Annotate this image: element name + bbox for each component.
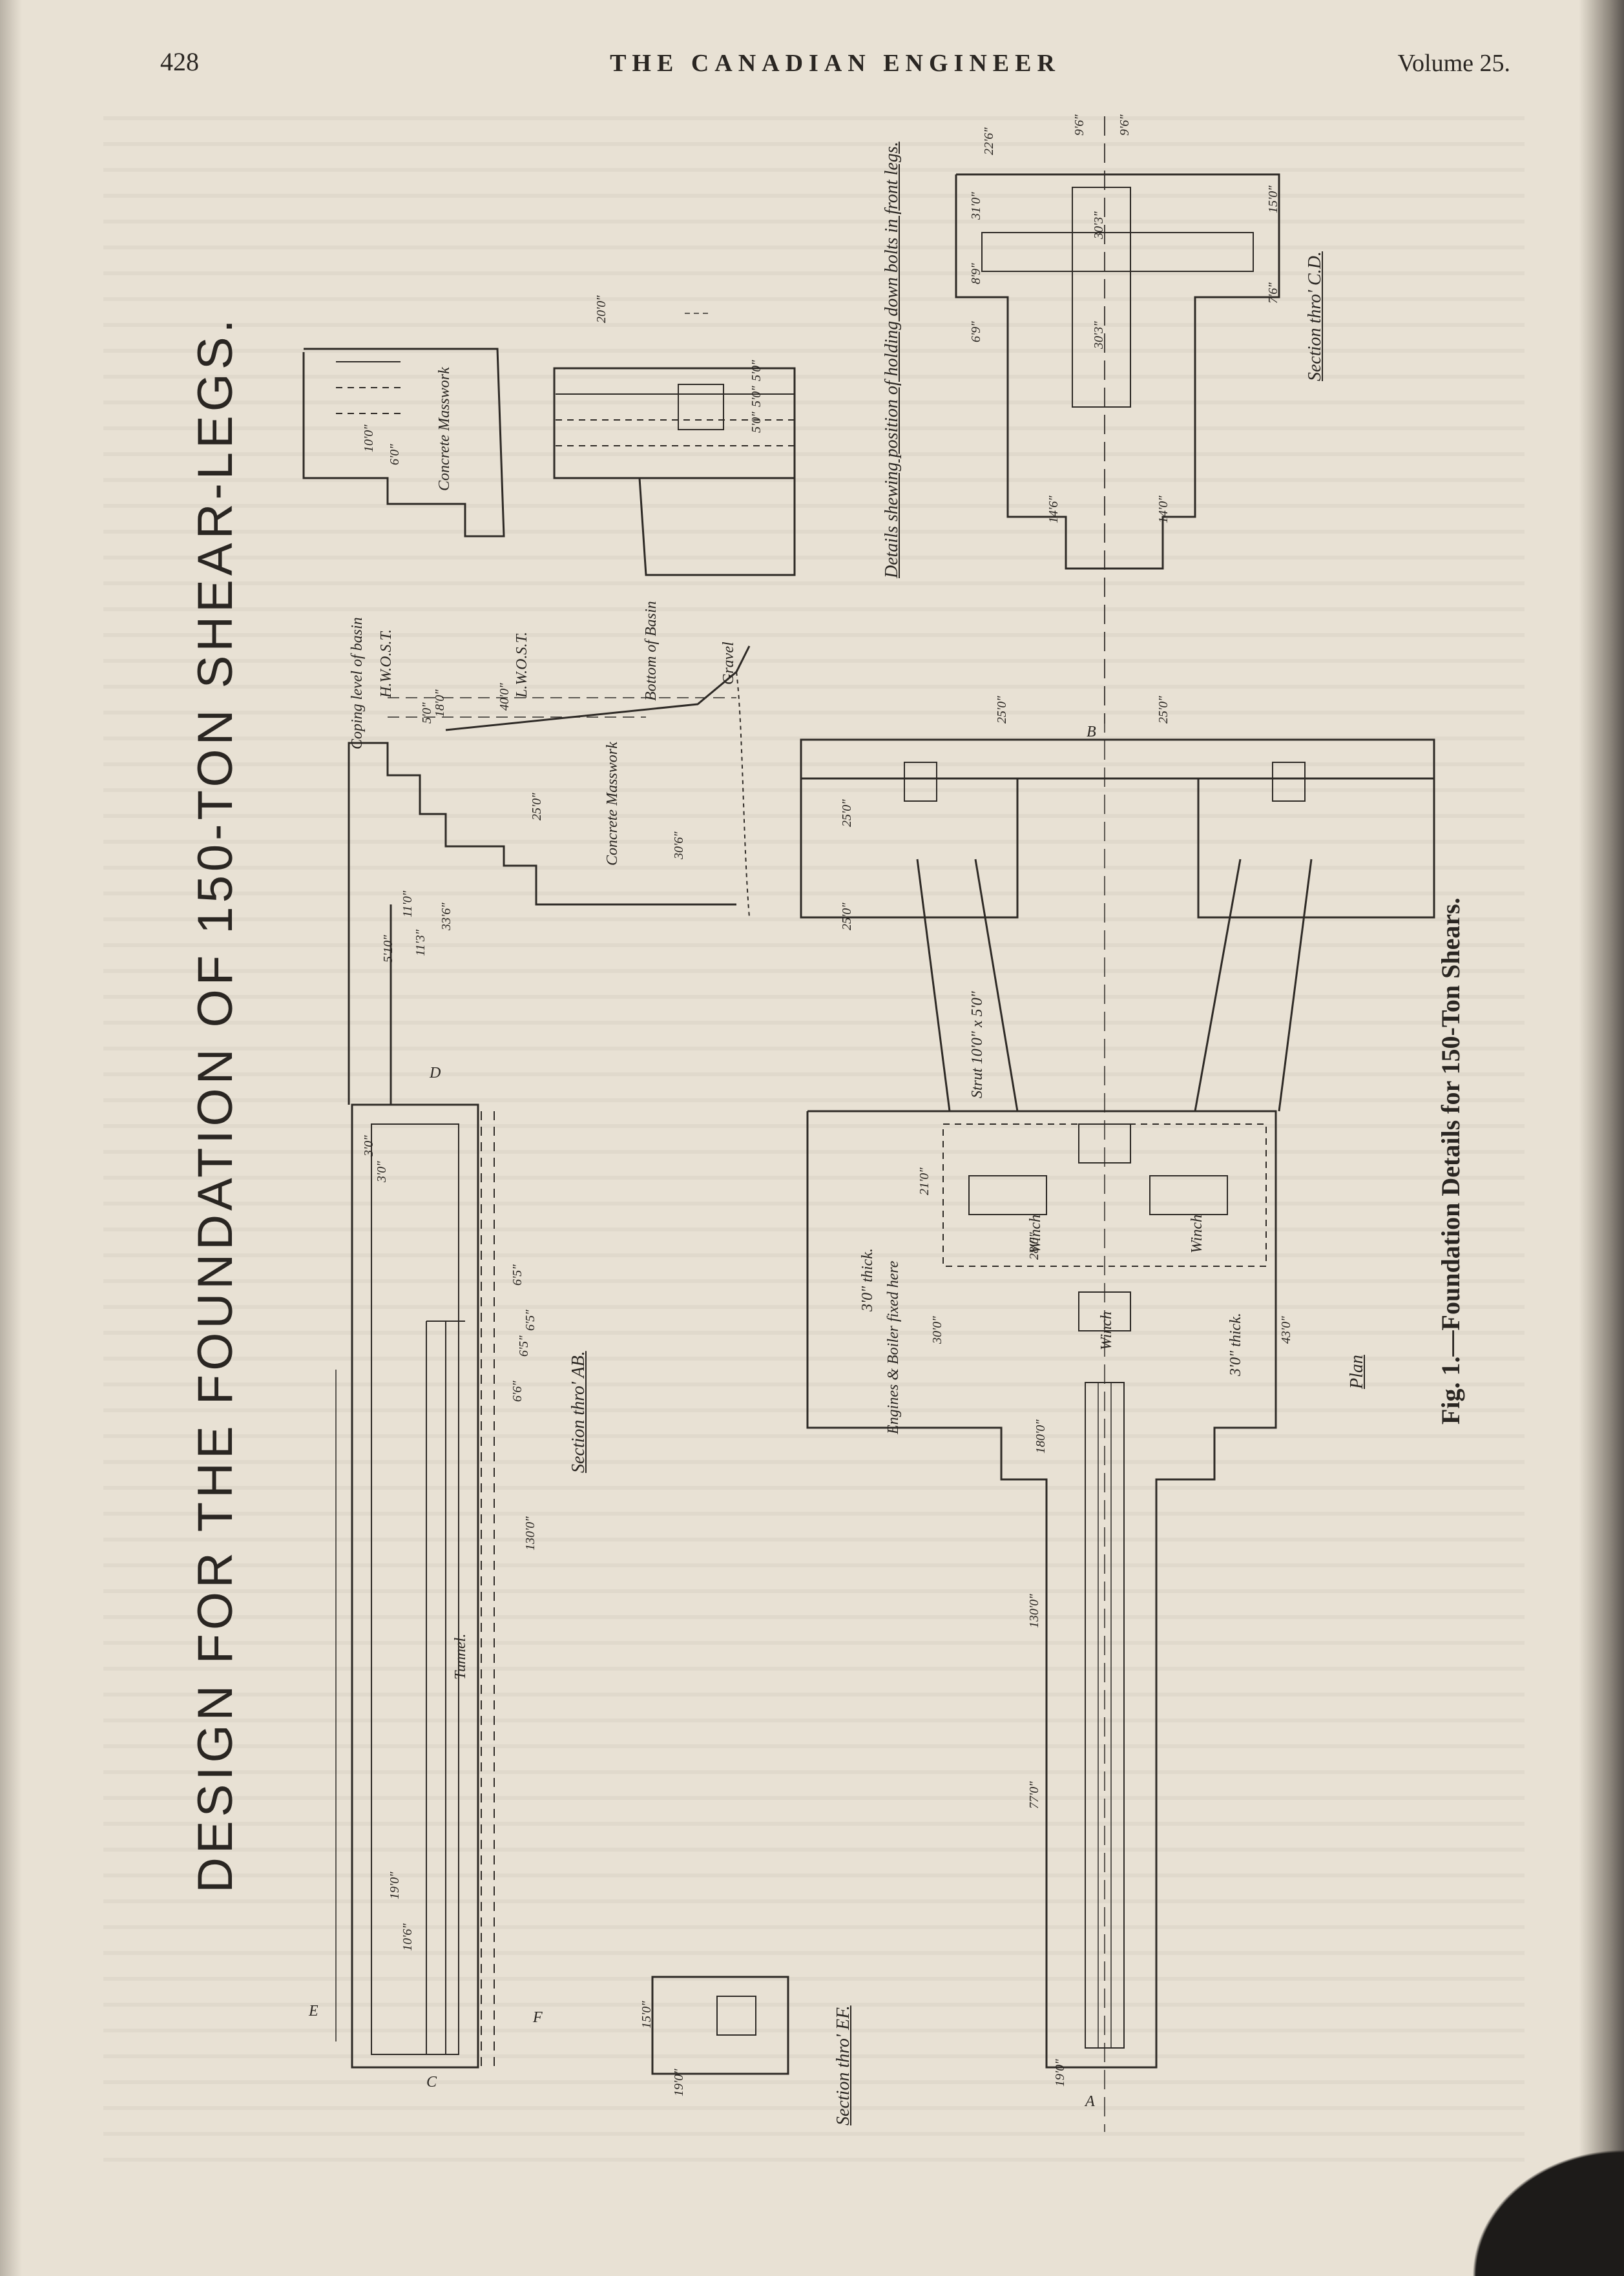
running-header: 428 THE CANADIAN ENGINEER Volume 25. bbox=[160, 47, 1510, 85]
plan-dimension: 25'0" bbox=[1156, 696, 1171, 724]
plan-drawing bbox=[800, 116, 1435, 2132]
holding-down-dimension: 5'0" bbox=[749, 386, 764, 407]
lw-note: L.W.O.S.T. bbox=[514, 631, 530, 698]
section-cd-dimension: 6'9" bbox=[969, 321, 983, 342]
section-ab-dimension: 19'0" bbox=[388, 1872, 402, 1899]
detail-small-dimension: 6'0" bbox=[388, 444, 402, 465]
section-ab-dimension: 40'0" bbox=[497, 683, 512, 711]
winch-label-3: Winch bbox=[1098, 1311, 1115, 1350]
detail-small-drawing bbox=[302, 348, 505, 538]
section-cd-dimension: 14'0" bbox=[1156, 496, 1171, 523]
section-ef-dimension: 15'0" bbox=[640, 2001, 654, 2029]
marker-b: B bbox=[1087, 724, 1096, 740]
section-ab-drawing bbox=[335, 645, 751, 2069]
hw-note: H.W.O.S.T. bbox=[378, 629, 395, 698]
gravel-note: Gravel bbox=[720, 642, 737, 685]
section-ab-dimension: 25'0" bbox=[530, 793, 544, 820]
plan-dimension: 180'0" bbox=[1034, 1419, 1048, 1454]
section-cd-dimension: 30'3" bbox=[1092, 211, 1106, 239]
engines-boiler-note: Engines & Boiler fixed here bbox=[885, 1260, 902, 1434]
tunnel-label: Tunnel. bbox=[452, 1633, 469, 1680]
section-ab-dimension: 3'0" bbox=[362, 1135, 376, 1156]
holding-down-dimension: 5'0" bbox=[749, 360, 764, 381]
plan-dimension: 28'0" bbox=[1027, 1232, 1041, 1260]
plan-thick-note-2: 3'0" thick. bbox=[1227, 1313, 1244, 1376]
section-ef-drawing bbox=[651, 1976, 789, 2075]
section-ab-dimension: 6'5" bbox=[517, 1335, 531, 1357]
section-ab-label: Section thro' AB. bbox=[568, 1351, 588, 1473]
page-right-edge bbox=[1579, 0, 1624, 2276]
holding-down-label: Details shewing position of holding down… bbox=[882, 141, 902, 578]
journal-title: THE CANADIAN ENGINEER bbox=[610, 50, 1061, 77]
section-ab-dimension: 11'0" bbox=[401, 890, 415, 917]
section-ab-dimension: 130'0" bbox=[523, 1516, 537, 1550]
section-cd-dimension: 15'0" bbox=[1266, 185, 1280, 213]
coping-level-note: Coping level of basin bbox=[349, 617, 366, 749]
section-cd-dimension: 7'6" bbox=[1266, 282, 1280, 304]
holding-down-dimension: 20'0" bbox=[594, 295, 609, 323]
section-cd-dimension: 8'9" bbox=[969, 263, 983, 284]
section-cd-drawing bbox=[955, 116, 1280, 724]
plan-dimension: 130'0" bbox=[1027, 1594, 1041, 1628]
section-cd-dimension: 9'6" bbox=[1072, 114, 1087, 136]
plan-dimension: 30'0" bbox=[930, 1316, 944, 1344]
marker-c: C bbox=[426, 2074, 437, 2091]
section-cd-dimension: 30'3" bbox=[1092, 321, 1106, 349]
plan-dimension: 77'0" bbox=[1027, 1781, 1041, 1809]
section-ef-dimension: 19'0" bbox=[672, 2069, 686, 2096]
section-ef-label: Section thro' EF. bbox=[833, 2005, 853, 2125]
marker-f: F bbox=[533, 2009, 543, 2026]
section-cd-dimension: 31'0" bbox=[969, 192, 983, 220]
detail-small-dimension: 10'0" bbox=[362, 424, 376, 452]
bottom-of-basin-note: Bottom of Basin bbox=[643, 601, 660, 701]
volume-label: Volume 25. bbox=[1397, 50, 1510, 77]
plan-label: Plan bbox=[1347, 1355, 1367, 1389]
section-ab-dimension: 6'5" bbox=[510, 1264, 525, 1286]
section-ab-dimension: 30'6" bbox=[672, 831, 686, 859]
section-ab-dimension: 5'0" bbox=[420, 702, 434, 724]
section-cd-dimension: 22'6" bbox=[982, 127, 996, 155]
page-binding-edge bbox=[0, 0, 22, 2276]
section-cd-label: Section thro' C.D. bbox=[1305, 251, 1325, 381]
marker-a: A bbox=[1085, 2093, 1095, 2110]
concrete-masswork-note: Concrete Masswork bbox=[604, 742, 621, 866]
holding-down-dimension: 5'0" bbox=[749, 412, 764, 433]
section-ab-dimension: 3'0" bbox=[375, 1161, 389, 1182]
plan-dimension: 19'0" bbox=[1053, 2059, 1067, 2087]
plan-dimension: 43'0" bbox=[1279, 1316, 1293, 1344]
plan-dimension: 25'0" bbox=[995, 696, 1009, 724]
strut-note: Strut 10'0" x 5'0" bbox=[969, 991, 986, 1098]
bleed-through-text bbox=[103, 116, 1525, 2184]
page-number: 428 bbox=[160, 47, 199, 76]
section-ab-dimension: 5'10" bbox=[381, 935, 395, 963]
plan-dimension: 25'0" bbox=[840, 903, 854, 930]
plan-dimension: 21'0" bbox=[917, 1167, 932, 1195]
section-ab-dimension: 6'6" bbox=[510, 1381, 525, 1402]
section-cd-dimension: 14'6" bbox=[1046, 496, 1061, 523]
section-cd-dimension: 9'6" bbox=[1118, 114, 1132, 136]
section-ab-dimension: 11'3" bbox=[413, 929, 428, 956]
marker-e: E bbox=[309, 2003, 318, 2020]
page-corner-shadow bbox=[1391, 2082, 1624, 2276]
section-ab-dimension: 33'6" bbox=[439, 903, 453, 930]
holding-down-detail-drawing bbox=[553, 313, 796, 576]
section-ab-dimension: 10'6" bbox=[401, 1923, 415, 1951]
detail-concrete-note: Concrete Masswork bbox=[436, 367, 453, 491]
winch-label-2: Winch bbox=[1189, 1215, 1205, 1253]
section-ab-dimension: 18'0" bbox=[433, 689, 447, 717]
plan-dimension: 25'0" bbox=[840, 799, 854, 827]
plan-thick-note-1: 3'0" thick. bbox=[859, 1248, 876, 1311]
section-ab-dimension: 6'5" bbox=[523, 1310, 537, 1331]
marker-d: D bbox=[430, 1065, 441, 1081]
